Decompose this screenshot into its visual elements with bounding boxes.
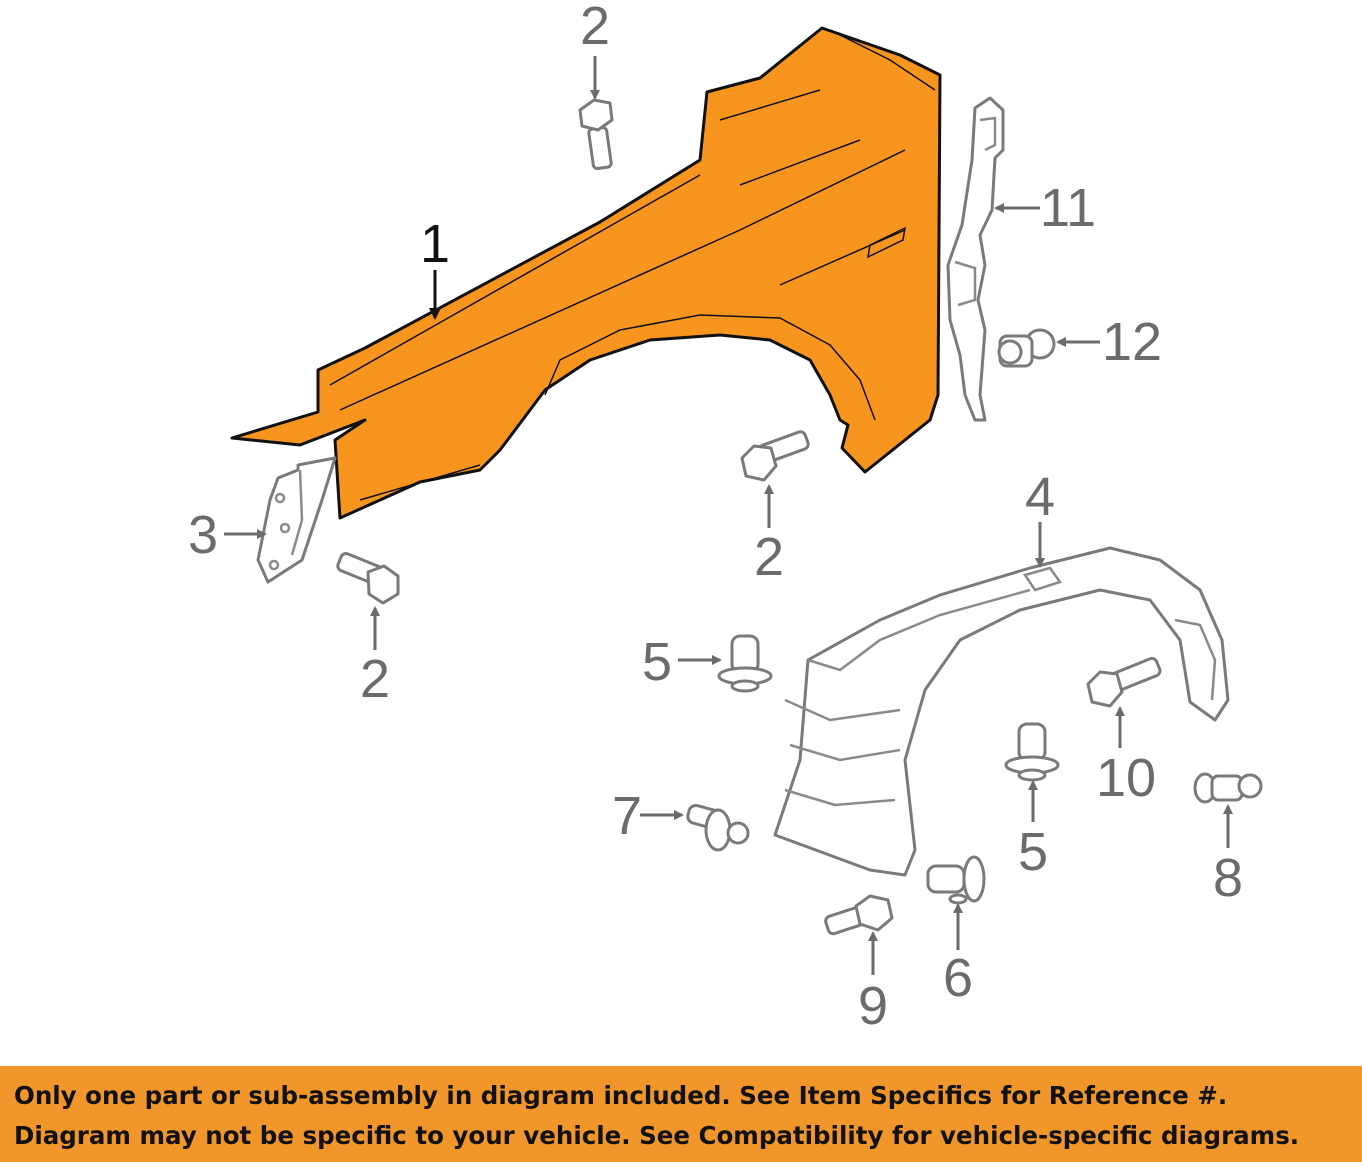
seal-part-11	[946, 96, 1005, 422]
callout-7: 7	[612, 786, 642, 846]
notice-line-2: Diagram may not be specific to your vehi…	[14, 1121, 1300, 1150]
bolt-part-2-mid	[740, 430, 810, 482]
callout-3: 3	[188, 505, 218, 565]
liner-part-4	[773, 546, 1230, 877]
callout-2-mid: 2	[754, 527, 784, 587]
callout-11: 11	[1040, 178, 1096, 238]
callout-2-low: 2	[360, 649, 390, 709]
callout-4: 4	[1025, 467, 1055, 527]
callout-1: 1	[420, 214, 450, 274]
clip-part-12	[997, 328, 1056, 368]
callout-6: 6	[943, 948, 973, 1008]
callout-10: 10	[1096, 748, 1156, 808]
callout-8: 8	[1213, 848, 1243, 908]
clip-part-5-right	[1004, 722, 1060, 782]
callout-2-top: 2	[580, 0, 610, 56]
clip-part-7	[686, 803, 750, 852]
bolt-part-10	[1086, 656, 1162, 708]
parts-diagram: 1 2 2 2 3 4 5 5 6 7 8 9 10 11 12	[188, 0, 1263, 1036]
notice-bar: Only one part or sub-assembly in diagram…	[0, 1066, 1362, 1162]
bolt-part-2-low	[336, 552, 400, 605]
callout-5-right: 5	[1018, 822, 1048, 882]
notice-line-1: Only one part or sub-assembly in diagram…	[14, 1081, 1228, 1110]
clip-part-8	[1193, 772, 1263, 804]
clip-part-6	[926, 855, 986, 905]
callout-5-left: 5	[642, 632, 672, 692]
callout-12: 12	[1102, 312, 1162, 372]
clip-part-5-left	[717, 634, 773, 693]
callout-9: 9	[858, 976, 888, 1036]
bolt-part-9	[824, 894, 894, 936]
fender-part-1	[230, 26, 942, 520]
bolt-part-2-top	[578, 98, 614, 171]
bracket-part-3	[256, 456, 337, 584]
